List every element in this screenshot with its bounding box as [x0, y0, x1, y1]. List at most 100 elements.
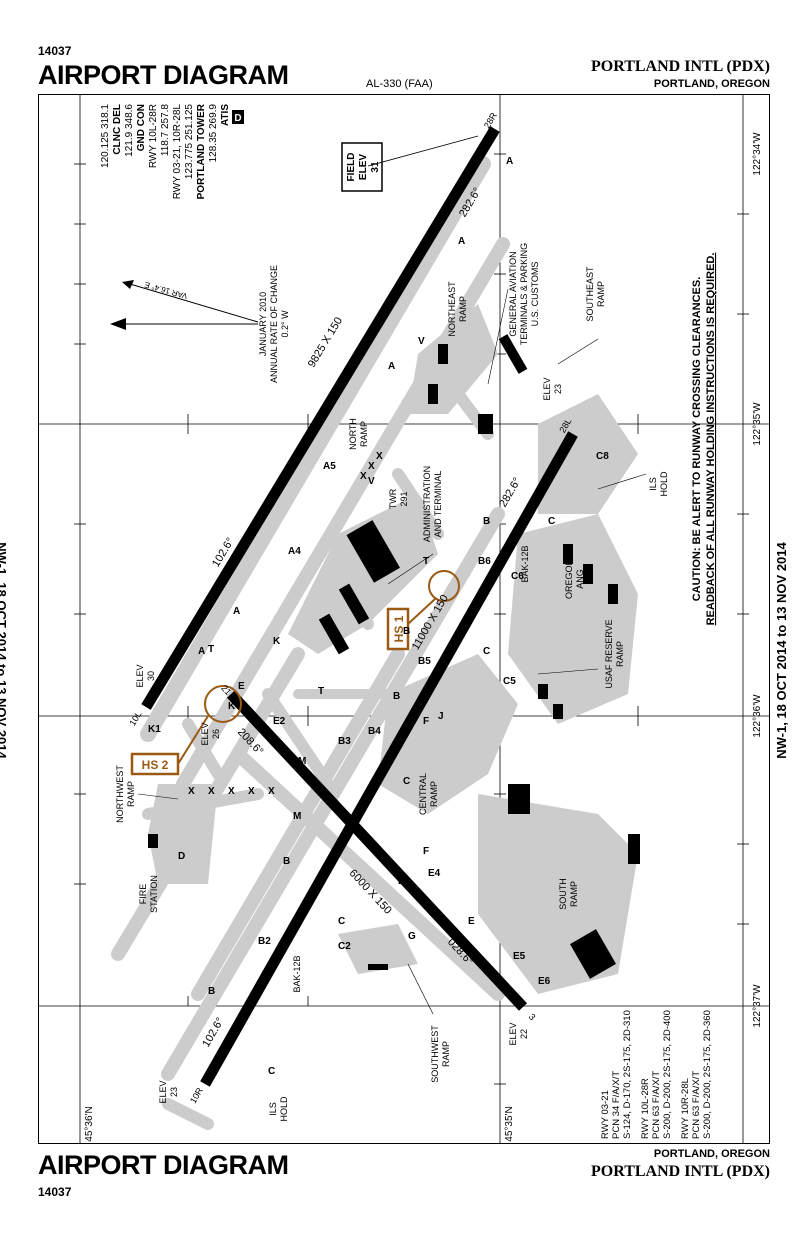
taxiway-label: B3 — [338, 736, 351, 747]
ils-hold-label: HOLD — [659, 471, 669, 497]
taxiway-label: E6 — [538, 976, 551, 987]
pcn-rwy-10l-28r: RWY 10L-28R — [640, 1078, 651, 1139]
magvar-date: JANUARY 2010 — [258, 292, 268, 356]
taxiway-label: D — [178, 851, 185, 862]
elev-label: ELEV — [200, 722, 210, 745]
svg-text:X: X — [228, 786, 235, 797]
fire-station-label: FIRE — [138, 884, 148, 905]
footer-location: PORTLAND, OREGON — [653, 1148, 770, 1160]
freq-gnd: 121.9 348.6 — [124, 104, 135, 157]
elev-label: ELEV — [158, 1080, 168, 1103]
magnetic-north-arrow — [122, 280, 134, 289]
hot-spot-circle-2 — [204, 685, 242, 723]
lat-left: 45°36'N — [84, 1106, 95, 1141]
d-symbol-box — [232, 110, 244, 124]
pcn-block: RWY 03-21 PCN 34 F/A/X/T S-124, D-170, 2… — [600, 1010, 713, 1139]
taxiway-label: B6 — [478, 556, 491, 567]
taxiway-label: C — [548, 516, 555, 527]
taxiway-label: A — [233, 606, 240, 617]
taxiway-label: C6 — [511, 571, 524, 582]
tower-label: TWR — [388, 488, 398, 509]
rwy-end-28r: 28R — [482, 110, 499, 130]
taxiway-label: C8 — [596, 451, 609, 462]
freq-clnc: 120.125 318.1 — [100, 104, 111, 168]
rwy-end-10l: 10L — [127, 709, 143, 727]
elev-3: 22 — [519, 1029, 529, 1039]
taxiway-label: C — [338, 916, 345, 927]
map-border — [38, 94, 770, 1144]
central-ramp-label: CENTRAL — [418, 773, 428, 815]
magnetic-variation: VAR 16.4° E JANUARY 2010 ANNUAL RATE OF … — [110, 265, 290, 383]
taxiway-label: B — [208, 986, 215, 997]
airport-location: PORTLAND, OREGON — [653, 78, 770, 90]
runway-10l-28r — [141, 126, 500, 710]
taxiway-label: A — [198, 646, 205, 657]
north-ramp-label: NORTH — [348, 418, 358, 450]
elev-label: ELEV — [542, 377, 552, 400]
pcn-weights: S-200, D-200, 2S-175, 2D-360 — [702, 1010, 713, 1139]
field-elevation-box: FIELD ELEV 31 — [341, 142, 383, 192]
taxiway-label: T — [423, 556, 429, 567]
taxiway-label: B — [483, 516, 490, 527]
elev-10l: 30 — [146, 671, 156, 681]
freq-tower: 123.775 251.125 — [184, 104, 195, 180]
ils-hold-label: ILS — [268, 1102, 278, 1116]
rwy-end-3: 3 — [527, 1012, 538, 1022]
taxiway-label: E — [238, 681, 245, 692]
buildings — [148, 334, 640, 979]
pcn-value: PCN 63 F/A/X/T — [651, 1071, 662, 1139]
caution-line2: READBACK OF ALL RUNWAY HOLDING INSTRUCTI… — [705, 253, 717, 626]
south-ramp-label: RAMP — [569, 881, 579, 907]
runways — [141, 126, 578, 1087]
taxiway-label: B2 — [258, 936, 271, 947]
runway-10r-28l — [200, 431, 578, 1087]
taxiway-label: F — [423, 716, 429, 727]
freq-clnc-label: CLNC DEL — [112, 104, 123, 155]
taxiway-label: E2 — [273, 716, 286, 727]
taxiway-label: E4 — [428, 868, 441, 879]
taxiway-label: A — [458, 236, 465, 247]
taxiway-label: B — [393, 691, 400, 702]
true-north-arrow — [110, 318, 126, 330]
fire-station-building — [148, 834, 158, 848]
freq-gnd-label: GND CON — [136, 104, 147, 151]
taxiway-label: A4 — [288, 546, 301, 557]
effective-dates-right: NW-1, 18 OCT 2014 to 13 NOV 2014 — [773, 542, 789, 759]
runway-north-dims: 9825 X 150 — [306, 315, 345, 369]
hot-spot-boxes: HS 2 HS 1 — [130, 607, 410, 776]
var-label: VAR 16.4° E — [143, 280, 188, 301]
taxiway-label: K — [273, 636, 281, 647]
taxiway-a — [140, 156, 491, 742]
freq-tower-alt: 118.7 257.8 — [160, 104, 171, 157]
field-elev-line2: ELEV — [358, 154, 369, 180]
footer-chart-id: 14037 — [38, 1185, 72, 1199]
frequencies-block: ATIS 128.35 269.9 PORTLAND TOWER 123.775… — [100, 103, 231, 199]
taxiway-label: V — [418, 336, 425, 347]
svg-text:X: X — [268, 786, 275, 797]
lon-top: 122°34'W — [752, 132, 763, 176]
taxiway-label: E — [398, 876, 405, 887]
chart-id: 14037 — [38, 44, 72, 58]
bak-12b-label: BAK-12B — [292, 955, 302, 992]
hot-spot-leader-1 — [407, 598, 436, 625]
taxiway-label: M — [293, 811, 301, 822]
freq-atis-label: ATIS — [220, 104, 231, 126]
caution-note: CAUTION: BE ALERT TO RUNWAY CROSSING CLE… — [691, 253, 717, 626]
svg-text:X: X — [208, 786, 215, 797]
southeast-ramp-label: SOUTHEAST — [585, 266, 595, 322]
taxiway-label: F — [423, 846, 429, 857]
area-labels: GENERAL AVIATION TERMINALS & PARKING U.S… — [115, 243, 669, 1122]
lon-mid1: 122°35'W — [752, 402, 763, 446]
taxiway-label: B4 — [368, 726, 381, 737]
bak-12b-label: BAK-12B — [520, 545, 530, 582]
northwest-ramp-area — [148, 784, 218, 884]
central-ramp-label: RAMP — [429, 781, 439, 807]
hot-spot-leader-2 — [177, 715, 209, 765]
runway-south-dims: 11000 X 150 — [410, 593, 451, 652]
rwy-end-21: 21 — [219, 683, 233, 697]
taxiway-label: C — [403, 776, 410, 787]
northeast-ramp-label: NORTHEAST — [447, 281, 457, 337]
rwy-end-10r: 10R — [188, 1085, 205, 1105]
hot-spots — [177, 570, 460, 765]
taxiway-label: C — [268, 1066, 275, 1077]
